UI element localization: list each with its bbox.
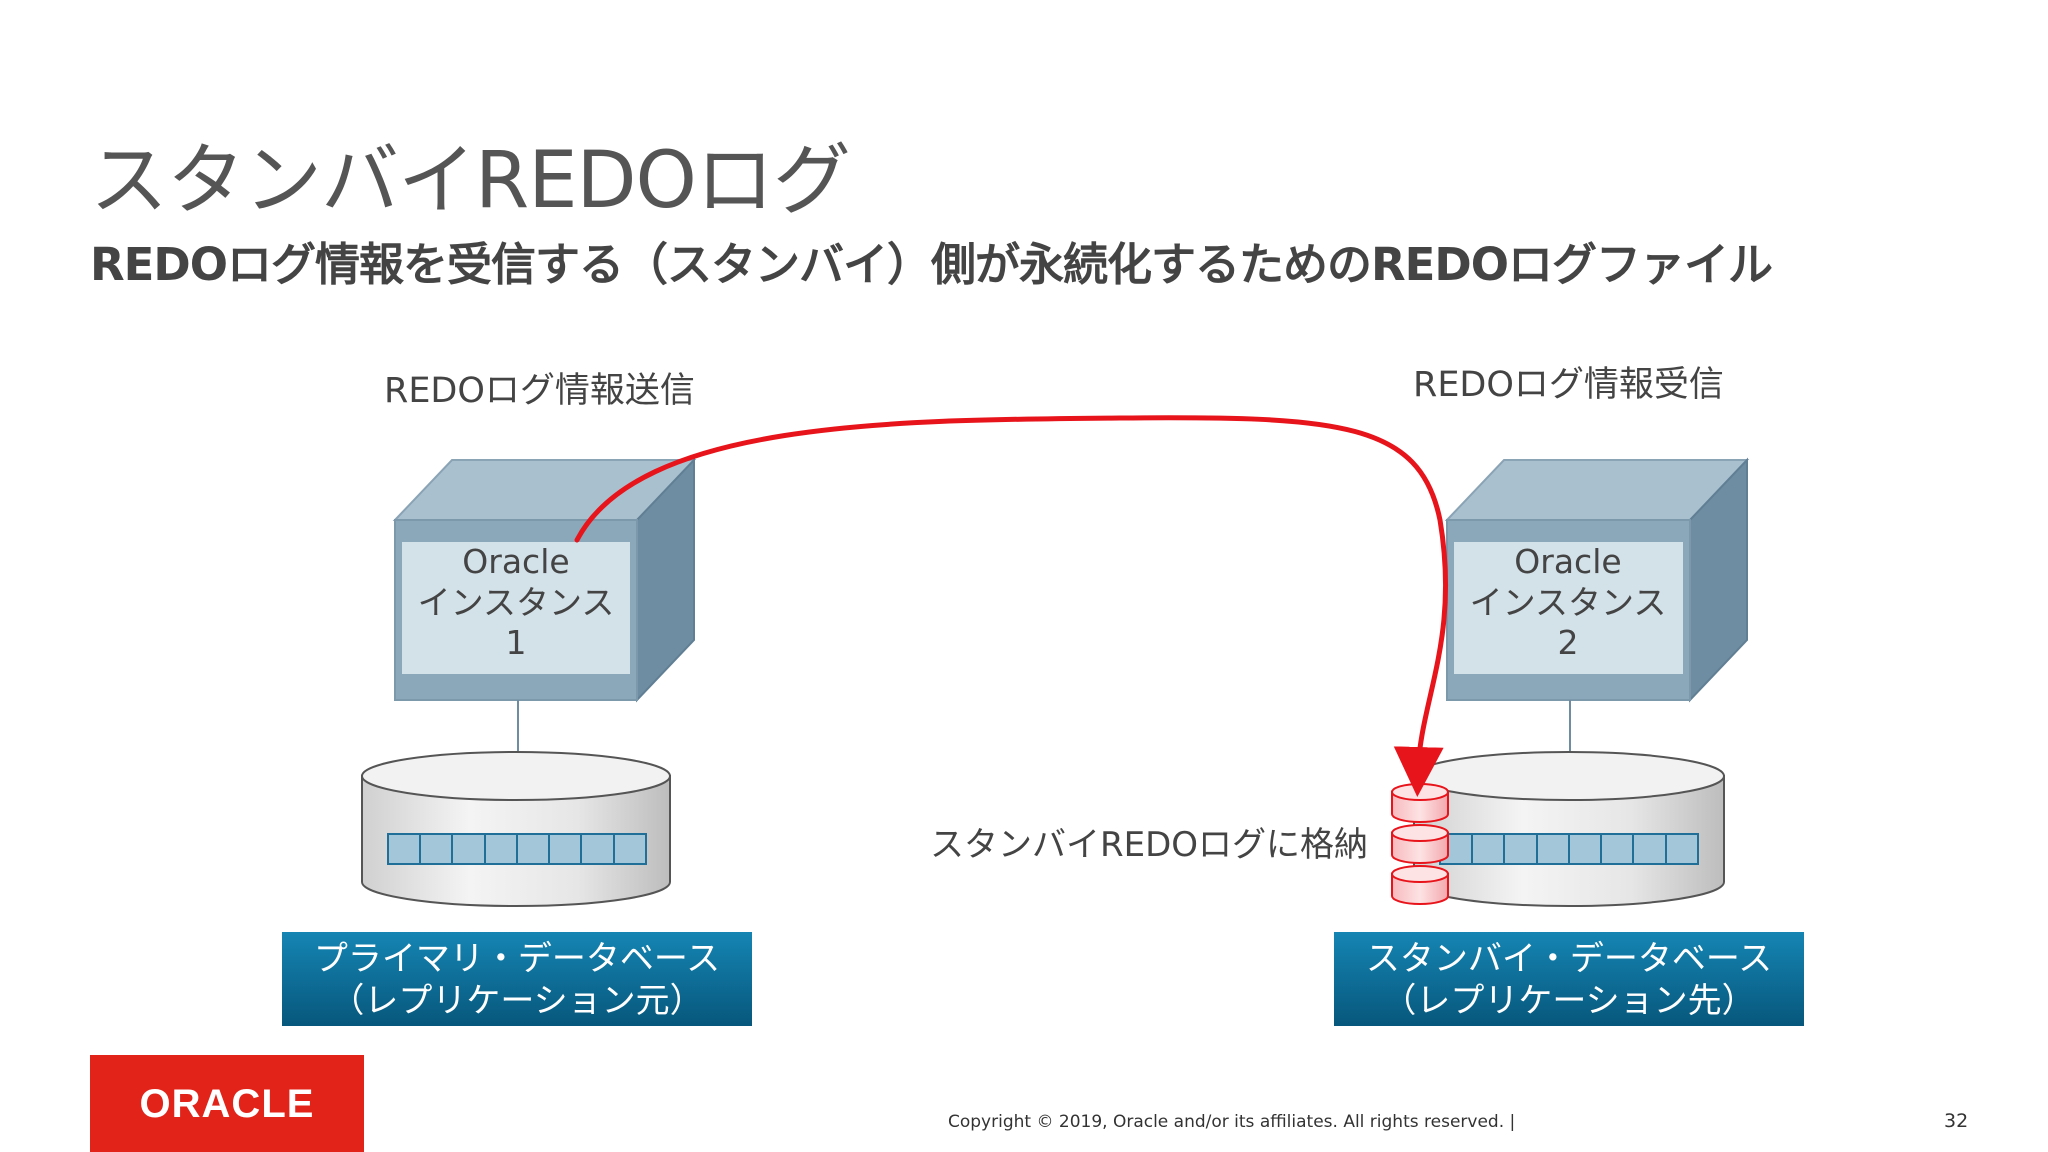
instance-1-name: Oracle: [462, 542, 569, 581]
oracle-logo: ORACLE: [90, 1055, 364, 1152]
page-number: 32: [1944, 1110, 1969, 1132]
oracle-logo-text: ORACLE: [139, 1082, 315, 1126]
standby-redo-log-blocks: [1439, 833, 1699, 865]
primary-database-label: プライマリ・データベース （レプリケーション元）: [282, 932, 752, 1026]
instance-1-cube: Oracle インスタンス 1: [392, 457, 697, 703]
primary-db-title: プライマリ・データベース: [314, 939, 720, 979]
send-caption: REDOログ情報送信: [384, 371, 695, 411]
standby-database-label: スタンバイ・データベース （レプリケーション先）: [1334, 932, 1804, 1026]
primary-redo-log-blocks: [387, 833, 647, 865]
instance-2-cube: Oracle インスタンス 2: [1444, 457, 1750, 703]
slide-subtitle: REDOログ情報を受信する（スタンバイ）側が永続化するためのREDOログファイル: [90, 238, 1773, 291]
slide-title: スタンバイREDOログ: [90, 136, 851, 226]
instance-2-label: インスタンス: [1470, 583, 1667, 622]
primary-db-subtitle: （レプリケーション元）: [330, 981, 703, 1021]
instance-1-label: インスタンス: [418, 583, 615, 622]
redo-transport-arrow: [574, 415, 1449, 797]
instance-1-number: 1: [506, 623, 527, 662]
standby-database-disk: [1413, 751, 1725, 907]
standby-redo-log-2: [1391, 824, 1449, 864]
standby-db-subtitle: （レプリケーション先）: [1382, 981, 1755, 1021]
instance-2-number: 2: [1558, 623, 1579, 662]
standby-redo-store-label: スタンバイREDOログに格納: [930, 825, 1368, 865]
receive-caption: REDOログ情報受信: [1413, 365, 1724, 405]
standby-redo-log-files: [1391, 783, 1449, 905]
standby-redo-log-1: [1391, 783, 1449, 823]
primary-database-disk: [361, 751, 671, 907]
standby-redo-log-3: [1391, 865, 1449, 905]
instance-2-name: Oracle: [1514, 542, 1621, 581]
copyright-notice: Copyright © 2019, Oracle and/or its affi…: [948, 1112, 1516, 1132]
standby-db-title: スタンバイ・データベース: [1366, 939, 1772, 979]
